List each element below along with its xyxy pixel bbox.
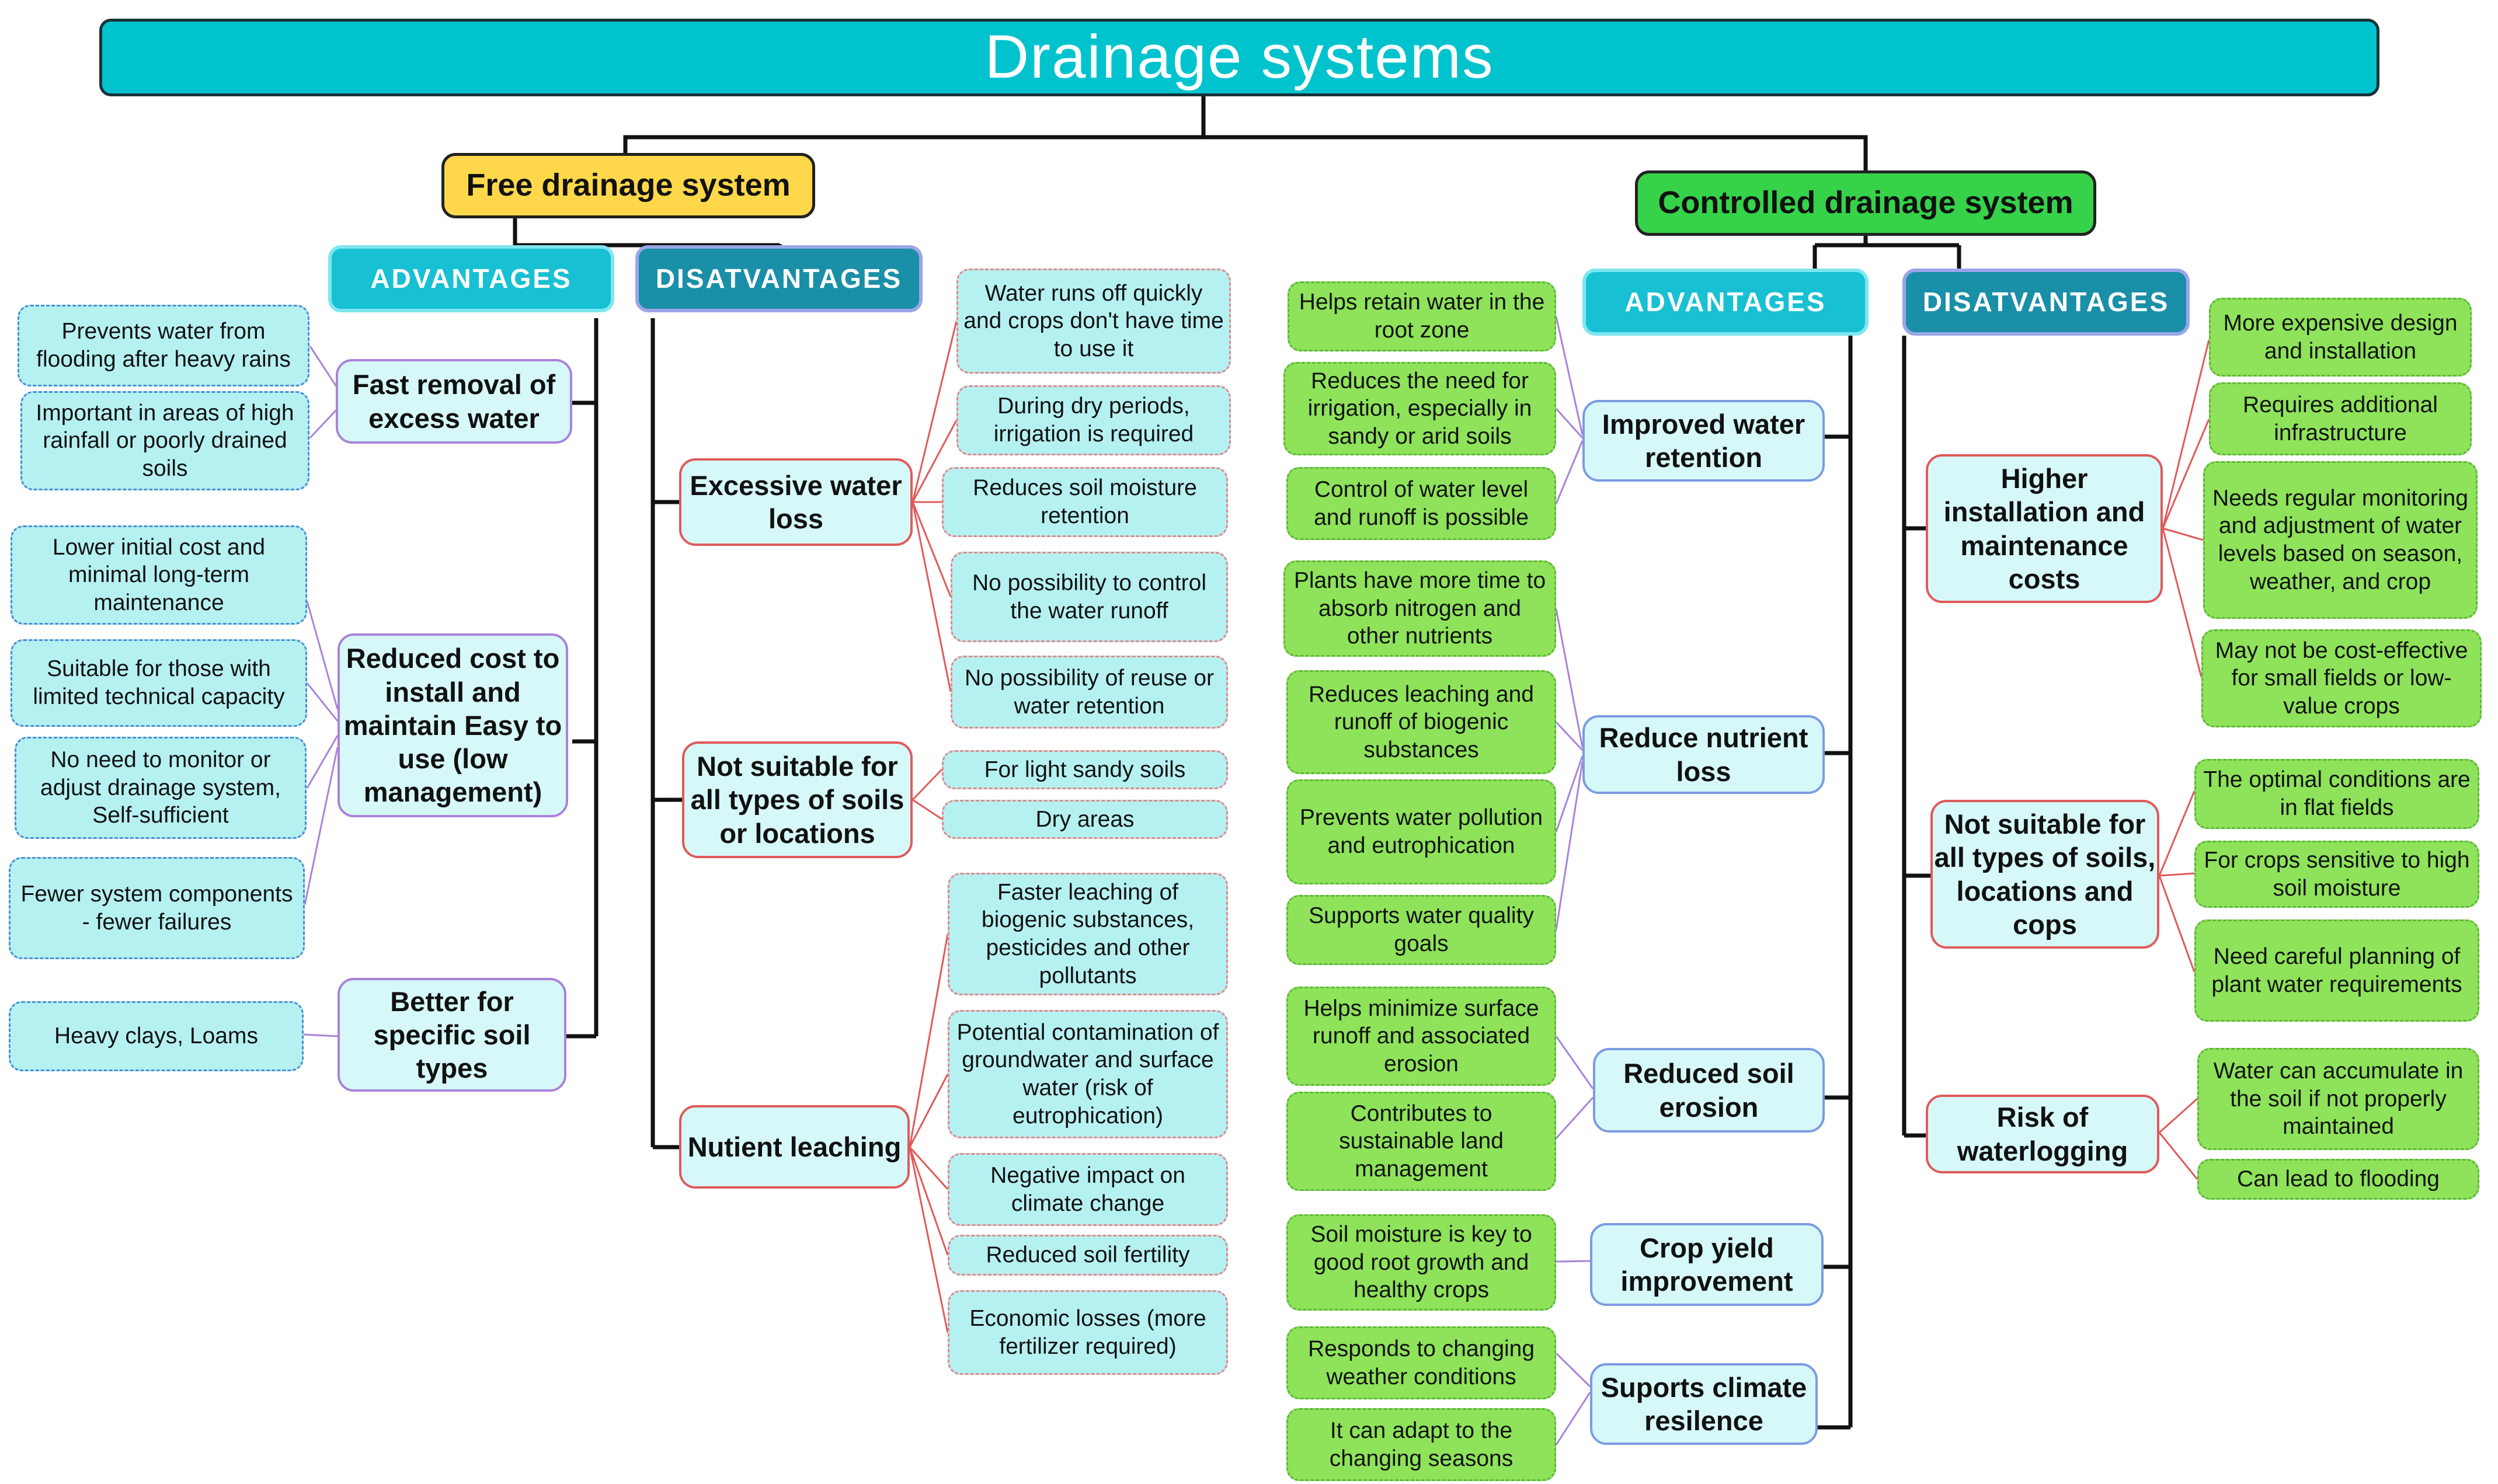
- controlled-advantages-header: ADVANTAGES: [1582, 269, 1869, 336]
- category-nutrient-leaching: Nutient leaching: [679, 1105, 910, 1189]
- controlled-drainage-node: Controlled drainage system: [1635, 170, 2096, 236]
- leaf-technical-capacity: Suitable for those with limited technica…: [11, 639, 307, 727]
- leaf-adapt-seasons: It can adapt to the changing seasons: [1286, 1408, 1556, 1481]
- leaf-no-need-monitor: No need to monitor or adjust drainage sy…: [15, 737, 307, 839]
- leaf-no-reuse: No possibility of reuse or water retenti…: [951, 656, 1228, 729]
- category-waterlogging: Risk of waterlogging: [1926, 1095, 2159, 1173]
- leaf-prevents-flooding: Prevents water from flooding after heavy…: [18, 305, 309, 386]
- leaf-sustainable-land: Contributes to sustainable land manageme…: [1286, 1092, 1556, 1191]
- leaf-water-quality: Supports water quality goals: [1286, 895, 1556, 965]
- leaf-water-runs-off: Water runs off quickly and crops don't h…: [956, 269, 1231, 374]
- leaf-reduce-irrigation: Reduces the need for irrigation, especia…: [1283, 362, 1556, 455]
- leaf-flat-fields: The optimal conditions are in flat field…: [2194, 759, 2479, 829]
- leaf-sensitive-crops: For crops sensitive to high soil moistur…: [2194, 841, 2479, 908]
- leaf-soil-moisture-key: Soil moisture is key to good root growth…: [1286, 1214, 1556, 1311]
- leaf-absorb-nitrogen: Plants have more time to absorb nitrogen…: [1283, 560, 1556, 657]
- leaf-no-control-runoff: No possibility to control the water runo…: [951, 552, 1228, 642]
- leaf-light-sandy-soils: For light sandy soils: [942, 750, 1228, 789]
- category-not-suitable-soils: Not suitable for all types of soils or l…: [682, 741, 913, 858]
- leaf-soil-fertility: Reduced soil fertility: [948, 1235, 1228, 1276]
- category-higher-costs: Higher installation and maintenance cost…: [1926, 454, 2163, 603]
- leaf-regular-monitoring: Needs regular monitoring and adjustment …: [2203, 461, 2478, 619]
- leaf-dry-periods: During dry periods, irrigation is requir…: [956, 385, 1231, 455]
- leaf-control-water-level: Control of water level and runoff is pos…: [1286, 467, 1556, 540]
- category-reduce-nutrient-loss: Reduce nutrient loss: [1582, 715, 1825, 794]
- free-drainage-node: Free drainage system: [441, 153, 815, 218]
- category-fast-removal: Fast removal of excess water: [336, 359, 572, 444]
- leaf-lead-to-flooding: Can lead to flooding: [2197, 1159, 2479, 1200]
- leaf-more-expensive: More expensive design and installation: [2209, 298, 2472, 377]
- leaf-dry-areas: Dry areas: [942, 800, 1228, 839]
- category-excessive-water-loss: Excessive water loss: [679, 458, 913, 546]
- leaf-water-accumulate: Water can accumulate in the soil if not …: [2197, 1048, 2479, 1150]
- leaf-lower-initial-cost: Lower initial cost and minimal long-term…: [11, 525, 307, 625]
- leaf-reduces-leaching: Reduces leaching and runoff of biogenic …: [1286, 670, 1556, 774]
- leaf-fewer-components: Fewer system components - fewer failures: [9, 857, 305, 959]
- leaf-not-cost-effective: May not be cost-effective for small fiel…: [2201, 629, 2482, 727]
- leaf-prevents-pollution: Prevents water pollution and eutrophicat…: [1286, 779, 1556, 884]
- controlled-disadvantages-header: DISATVANTAGES: [1902, 269, 2190, 336]
- leaf-retain-water: Helps retain water in the root zone: [1288, 281, 1556, 351]
- main-title: Drainage systems: [99, 19, 2379, 96]
- leaf-minimize-runoff: Helps minimize surface runoff and associ…: [1286, 987, 1556, 1086]
- leaf-economic-losses: Economic losses (more fertilizer require…: [948, 1290, 1228, 1375]
- leaf-high-rainfall: Important in areas of high rainfall or p…: [20, 391, 309, 490]
- category-climate-resilience: Suports climate resilence: [1590, 1363, 1818, 1445]
- category-reduced-cost: Reduced cost to install and maintain Eas…: [338, 633, 568, 817]
- leaf-additional-infrastructure: Requires additional infrastructure: [2209, 382, 2472, 455]
- category-specific-soil: Better for specific soil types: [338, 978, 566, 1092]
- leaf-faster-leaching: Faster leaching of biogenic substances, …: [948, 873, 1228, 995]
- leaf-heavy-clays: Heavy clays, Loams: [9, 1001, 304, 1071]
- leaf-climate-change: Negative impact on climate change: [948, 1153, 1228, 1226]
- free-advantages-header: ADVANTAGES: [328, 245, 614, 312]
- category-not-suitable-all: Not suitable for all types of soils, loc…: [1930, 800, 2159, 949]
- category-crop-yield: Crop yield improvement: [1590, 1223, 1824, 1306]
- free-disadvantages-header: DISATVANTAGES: [635, 245, 923, 312]
- leaf-careful-planning: Need careful planning of plant water req…: [2194, 919, 2479, 1022]
- category-improved-retention: Improved water retention: [1582, 400, 1825, 482]
- category-reduced-erosion: Reduced soil erosion: [1593, 1048, 1825, 1133]
- leaf-soil-moisture-retention: Reduces soil moisture retention: [942, 467, 1228, 537]
- leaf-changing-weather: Responds to changing weather conditions: [1286, 1326, 1556, 1399]
- leaf-contamination: Potential contamination of groundwater a…: [948, 1010, 1228, 1138]
